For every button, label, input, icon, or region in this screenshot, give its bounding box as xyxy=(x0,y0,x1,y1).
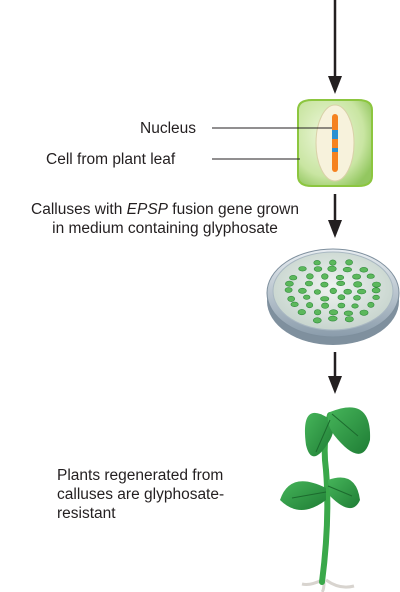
callus-colony xyxy=(352,273,361,280)
arrow-down-icon xyxy=(328,352,342,394)
callus-colony xyxy=(313,260,321,266)
callus-colony xyxy=(359,309,369,316)
callus-colony xyxy=(353,295,361,301)
callus-colonies xyxy=(284,259,381,324)
calluses-text-line2: in medium containing glyphosate xyxy=(52,220,278,237)
callus-colony xyxy=(366,273,375,279)
callus-colony xyxy=(306,273,314,280)
callus-colony xyxy=(313,266,323,272)
callus-colony xyxy=(372,281,381,288)
plants-text-line1: Plants regenerated from xyxy=(57,467,224,484)
callus-colony xyxy=(321,273,329,280)
callus-colony xyxy=(343,310,354,316)
callus-colony xyxy=(312,317,322,324)
plants-text-line2: calluses are glyphosate- xyxy=(57,486,225,503)
callus-colony xyxy=(320,296,330,302)
callus-colony xyxy=(314,309,322,316)
seedling-icon xyxy=(280,407,371,592)
callus-colony xyxy=(303,294,311,300)
cell-label: Cell from plant leaf xyxy=(46,151,176,168)
callus-colony xyxy=(284,287,293,293)
callus-colony xyxy=(327,265,337,272)
callus-colony xyxy=(335,274,345,281)
callus-colony xyxy=(357,288,367,295)
callus-colony xyxy=(298,266,307,272)
calluses-text-pre: Calluses with xyxy=(31,201,127,218)
callus-colony xyxy=(320,281,329,288)
arrow-down-icon xyxy=(328,194,342,238)
callus-colony xyxy=(329,287,337,295)
callus-colony xyxy=(287,295,296,302)
callus-colony xyxy=(289,275,298,281)
callus-colony xyxy=(298,287,307,294)
callus-colony xyxy=(336,280,346,287)
callus-colony xyxy=(285,280,294,287)
callus-colony xyxy=(343,288,352,295)
callus-colony xyxy=(290,301,299,308)
callus-colony xyxy=(297,309,306,316)
arrow-down-icon xyxy=(328,0,342,94)
callus-colony xyxy=(345,259,353,266)
nucleus-label: Nucleus xyxy=(140,120,196,137)
callus-colony xyxy=(367,301,375,308)
chromosome-icon xyxy=(332,114,338,172)
callus-colony xyxy=(337,302,346,309)
callus-colony xyxy=(359,267,369,273)
petri-dish-icon xyxy=(266,248,400,345)
plant-cell-icon xyxy=(297,99,373,187)
calluses-label: Calluses with EPSP fusion gene grown in … xyxy=(0,200,330,238)
callus-colony xyxy=(344,316,354,323)
epsp-italic-text: EPSP xyxy=(126,201,168,218)
callus-colony xyxy=(353,281,363,288)
callus-colony xyxy=(371,287,381,294)
callus-colony xyxy=(321,302,329,309)
callus-colony xyxy=(372,294,380,300)
callus-colony xyxy=(328,309,339,316)
callus-colony xyxy=(342,267,353,273)
calluses-text-post: fusion gene grown xyxy=(168,201,299,218)
callus-colony xyxy=(329,259,337,266)
callus-colony xyxy=(328,315,338,322)
callus-colony xyxy=(304,280,313,287)
callus-colony xyxy=(337,294,346,301)
callus-colony xyxy=(313,289,321,295)
callus-colony xyxy=(351,303,359,309)
plants-text-line3: resistant xyxy=(57,505,116,522)
plants-label: Plants regenerated from calluses are gly… xyxy=(57,466,277,523)
callus-colony xyxy=(306,302,314,309)
